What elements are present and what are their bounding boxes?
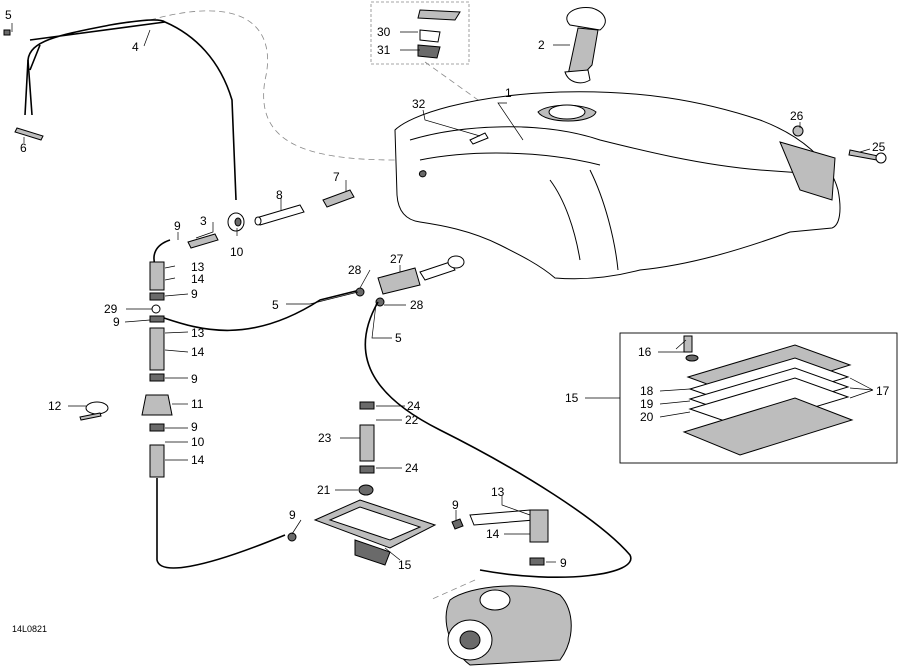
fuel-tank (394, 91, 841, 280)
callout-24-b: 24 (405, 461, 419, 475)
vent-tube (254, 204, 305, 226)
callout-20: 20 (640, 410, 654, 424)
callout-9-g: 9 (452, 498, 459, 512)
callout-4: 4 (132, 40, 139, 54)
carburetor (445, 585, 572, 666)
callout-19: 19 (640, 397, 654, 411)
callout-2: 2 (538, 38, 545, 52)
callout-13-b: 13 (191, 326, 205, 340)
callout-30: 30 (377, 25, 391, 39)
carb-fuel-hose (451, 509, 549, 566)
fuel-pump (287, 499, 437, 566)
center-fuel-hose (358, 401, 375, 496)
callout-13-c: 13 (491, 485, 505, 499)
callout-22: 22 (405, 413, 419, 427)
callout-13-a: 13 (191, 260, 205, 274)
callout-14-c: 14 (191, 453, 205, 467)
callout-5-left: 5 (272, 298, 279, 312)
callout-26: 26 (790, 109, 804, 123)
callout-3: 3 (200, 214, 207, 228)
callout-17: 17 (876, 384, 890, 398)
elbow-fitting (187, 233, 219, 249)
callout-9-e: 9 (191, 420, 198, 434)
drawing-code: 14L0821 (12, 624, 47, 634)
fuel-fitting (322, 189, 355, 208)
callout-28-a: 28 (348, 263, 362, 277)
callout-25: 25 (872, 140, 886, 154)
phantom-outline-seat (149, 10, 396, 161)
leader-lines (11, 23, 874, 563)
callout-23: 23 (318, 431, 332, 445)
fuel-pump-detail-inset (619, 332, 898, 464)
primer-line (364, 301, 632, 578)
phantom-leader-carb (429, 579, 476, 601)
callout-21: 21 (317, 483, 331, 497)
callout-6: 6 (20, 141, 27, 155)
callout-12: 12 (48, 399, 62, 413)
callout-9-c: 9 (113, 315, 120, 329)
callout-labels: 1 2 3 4 5 5 5 6 7 8 9 9 9 9 9 9 9 9 10 1… (5, 8, 890, 634)
tank-bolt (848, 149, 887, 164)
primer-pump (355, 255, 465, 307)
callout-9-f: 9 (289, 508, 296, 522)
callout-14-d: 14 (486, 527, 500, 541)
grommet (227, 212, 245, 232)
fuel-line-rod (24, 19, 237, 201)
cable-clip (3, 29, 11, 36)
callout-5-top: 5 (5, 8, 12, 22)
callout-9-d: 9 (191, 372, 198, 386)
callout-5-right: 5 (395, 331, 402, 345)
callout-9-h: 9 (560, 556, 567, 570)
gauge-sender-inset (370, 1, 470, 65)
callout-15-inset: 15 (565, 391, 579, 405)
spring-clip (14, 127, 44, 141)
callout-27: 27 (390, 252, 404, 266)
callout-9-b: 9 (191, 287, 198, 301)
callout-14-a: 14 (191, 272, 205, 286)
callout-1: 1 (505, 86, 512, 100)
callout-10-a: 10 (230, 245, 244, 259)
callout-29: 29 (104, 302, 118, 316)
callout-28-b: 28 (410, 298, 424, 312)
callout-9-a: 9 (174, 219, 181, 233)
callout-18: 18 (640, 384, 654, 398)
fuel-cap (564, 6, 606, 84)
left-fuel-hose-assembly (141, 239, 361, 569)
callout-16: 16 (638, 345, 652, 359)
hose-clamp (79, 401, 109, 421)
callout-31: 31 (377, 43, 391, 57)
callout-14-b: 14 (191, 345, 205, 359)
callout-7: 7 (333, 170, 340, 184)
callout-24-a: 24 (407, 399, 421, 413)
callout-10-b: 10 (191, 435, 205, 449)
callout-11: 11 (191, 397, 204, 411)
callout-8: 8 (276, 188, 283, 202)
callout-32: 32 (412, 97, 426, 111)
callout-15-pump: 15 (398, 558, 412, 572)
tank-nut (792, 125, 804, 137)
